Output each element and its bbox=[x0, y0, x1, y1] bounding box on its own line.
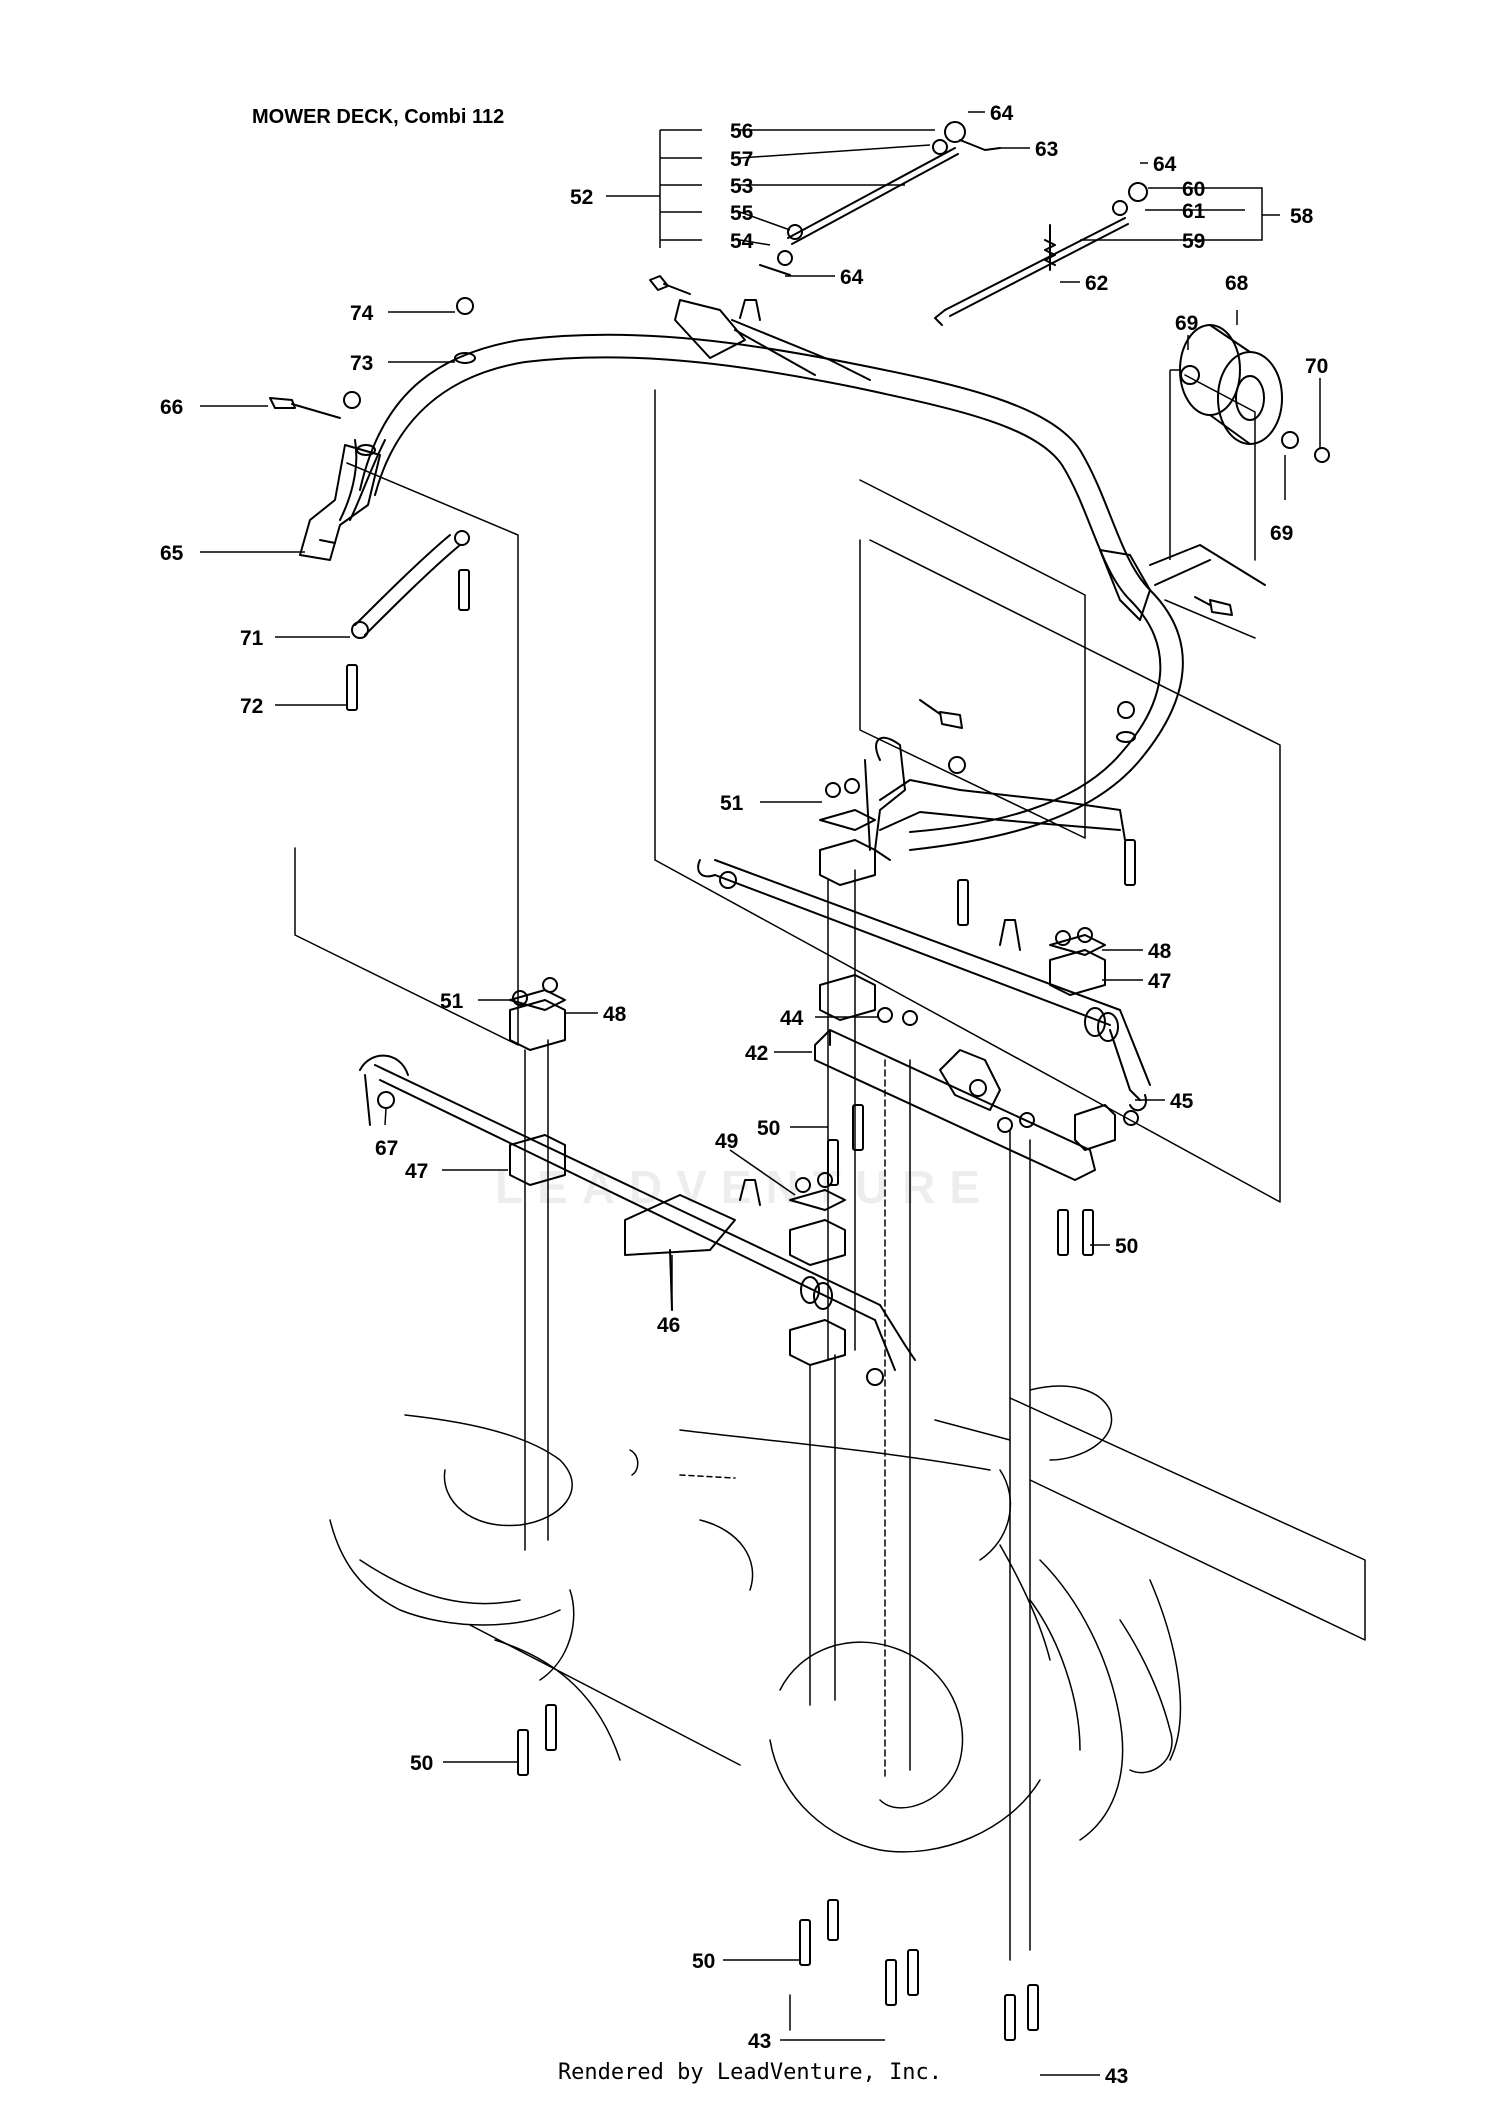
callout-73: 73 bbox=[350, 352, 373, 375]
lift-arm-frame bbox=[299, 299, 1266, 861]
callout-56: 56 bbox=[730, 120, 753, 143]
diagram-title: MOWER DECK, Combi 112 bbox=[252, 106, 505, 128]
callout-44: 44 bbox=[780, 1007, 804, 1030]
callout-59: 59 bbox=[1182, 230, 1205, 253]
part-callouts: 56 57 53 55 54 52 64 63 64 64 60 61 59 5… bbox=[160, 102, 1328, 2088]
footer-credit: Rendered by LeadVenture, Inc. bbox=[557, 2060, 943, 2085]
bolts bbox=[269, 275, 1233, 2041]
callout-57: 57 bbox=[730, 148, 753, 171]
callout-58: 58 bbox=[1290, 205, 1314, 228]
callout-51-left: 51 bbox=[440, 990, 464, 1013]
mower-deck-outline bbox=[329, 1385, 1182, 1853]
shaft-clamps bbox=[509, 809, 1116, 1366]
callout-43-right: 43 bbox=[1105, 2065, 1128, 2088]
pedal bbox=[624, 1194, 736, 1311]
callout-48-right: 48 bbox=[1148, 940, 1172, 963]
callout-50-bottom: 50 bbox=[692, 1950, 715, 1973]
callout-71: 71 bbox=[240, 627, 264, 650]
callout-65: 65 bbox=[160, 542, 184, 565]
nuts-washers bbox=[343, 297, 1139, 1386]
mounting-plate bbox=[814, 1029, 1096, 1181]
callout-46: 46 bbox=[657, 1314, 680, 1337]
callout-47-right: 47 bbox=[1148, 970, 1171, 993]
callout-62: 62 bbox=[1085, 272, 1108, 295]
callout-43-center: 43 bbox=[748, 2030, 771, 2053]
callout-50-center: 50 bbox=[757, 1117, 780, 1140]
watermark: LEADVENTURE bbox=[495, 1161, 995, 1213]
callout-66: 66 bbox=[160, 396, 183, 419]
callout-67: 67 bbox=[375, 1137, 398, 1160]
callout-64-top: 64 bbox=[990, 102, 1014, 125]
lift-bolts bbox=[524, 869, 1031, 2031]
callout-50-right: 50 bbox=[1115, 1235, 1138, 1258]
callout-42: 42 bbox=[745, 1042, 768, 1065]
callout-45: 45 bbox=[1170, 1090, 1194, 1113]
rear-lift-shaft bbox=[359, 1054, 916, 1371]
callout-70: 70 bbox=[1305, 355, 1328, 378]
callout-72: 72 bbox=[240, 695, 263, 718]
callout-55: 55 bbox=[730, 202, 754, 225]
callout-64-bottom: 64 bbox=[840, 266, 864, 289]
callout-50-left: 50 bbox=[410, 1752, 433, 1775]
callout-52: 52 bbox=[570, 186, 593, 209]
adjustment-rod bbox=[759, 121, 1001, 276]
rod-59-spring-62 bbox=[934, 182, 1148, 326]
callout-64-right: 64 bbox=[1153, 153, 1177, 176]
front-lift-shaft bbox=[697, 859, 1151, 1112]
callout-69-bottom: 69 bbox=[1270, 522, 1293, 545]
callout-48-left: 48 bbox=[603, 1003, 627, 1026]
callout-68: 68 bbox=[1225, 272, 1249, 295]
callout-49: 49 bbox=[715, 1130, 738, 1153]
callout-61: 61 bbox=[1182, 200, 1206, 223]
callout-47-left: 47 bbox=[405, 1160, 428, 1183]
callout-60: 60 bbox=[1182, 178, 1205, 201]
callout-54: 54 bbox=[730, 230, 754, 253]
callout-51-right: 51 bbox=[720, 792, 744, 815]
link-arm-71 bbox=[351, 530, 470, 639]
callout-69-top: 69 bbox=[1175, 312, 1198, 335]
callout-74: 74 bbox=[350, 302, 374, 325]
callout-53: 53 bbox=[730, 175, 753, 198]
leader-lines bbox=[200, 111, 1321, 2076]
callout-63: 63 bbox=[1035, 138, 1058, 161]
